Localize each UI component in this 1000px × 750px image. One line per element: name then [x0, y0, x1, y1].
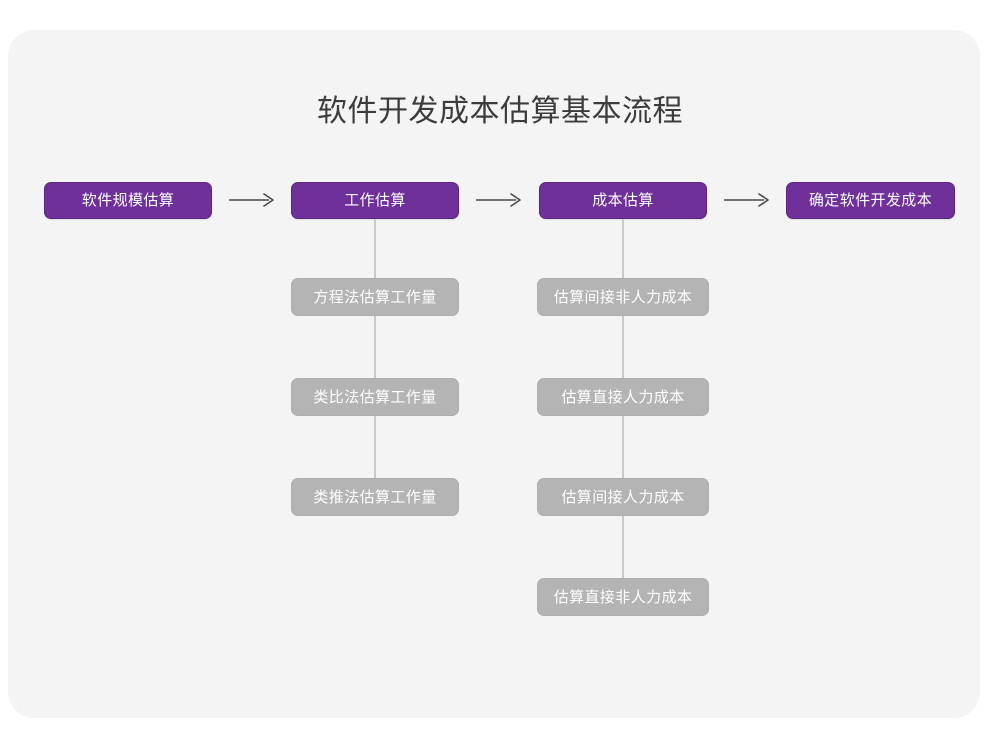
step-label: 软件规模估算: [81, 192, 175, 209]
effort-method-label: 类比法估算工作量: [313, 388, 437, 406]
cost-item-direct-non-labor[interactable]: 估算直接非人力成本: [537, 578, 709, 616]
connector-cost-1: [622, 219, 624, 278]
cost-item-label: 估算直接人力成本: [561, 388, 685, 406]
diagram-card: [8, 30, 980, 718]
cost-item-label: 估算直接非人力成本: [553, 588, 693, 606]
arrow-step3-step4: [723, 188, 773, 212]
effort-method-analogy-inference[interactable]: 类推法估算工作量: [291, 478, 459, 516]
cost-item-indirect-labor[interactable]: 估算间接人力成本: [537, 478, 709, 516]
effort-method-label: 方程法估算工作量: [313, 288, 437, 306]
step-determine-development-cost[interactable]: 确定软件开发成本: [786, 182, 955, 219]
connector-cost-4: [622, 516, 624, 578]
effort-method-equation[interactable]: 方程法估算工作量: [291, 278, 459, 316]
step-label: 确定软件开发成本: [808, 192, 933, 209]
step-software-size-estimation[interactable]: 软件规模估算: [44, 182, 212, 219]
arrow-step2-step3: [475, 188, 525, 212]
page-title-text: 软件开发成本估算基本流程: [317, 95, 683, 128]
step-label: 工作估算: [344, 192, 406, 209]
cost-item-label: 估算间接人力成本: [561, 488, 685, 506]
connector-effort-2: [374, 316, 376, 378]
step-effort-estimation[interactable]: 工作估算: [291, 182, 459, 219]
connector-effort-1: [374, 219, 376, 278]
page-title: 软件开发成本估算基本流程: [0, 92, 1000, 132]
effort-method-label: 类推法估算工作量: [313, 488, 437, 506]
step-cost-estimation[interactable]: 成本估算: [539, 182, 707, 219]
cost-item-direct-labor[interactable]: 估算直接人力成本: [537, 378, 709, 416]
step-label: 成本估算: [592, 192, 654, 209]
connector-effort-3: [374, 416, 376, 478]
cost-item-label: 估算间接非人力成本: [553, 288, 693, 306]
cost-item-indirect-non-labor[interactable]: 估算间接非人力成本: [537, 278, 709, 316]
effort-method-analogy[interactable]: 类比法估算工作量: [291, 378, 459, 416]
arrow-step1-step2: [228, 188, 278, 212]
connector-cost-3: [622, 416, 624, 478]
connector-cost-2: [622, 316, 624, 378]
